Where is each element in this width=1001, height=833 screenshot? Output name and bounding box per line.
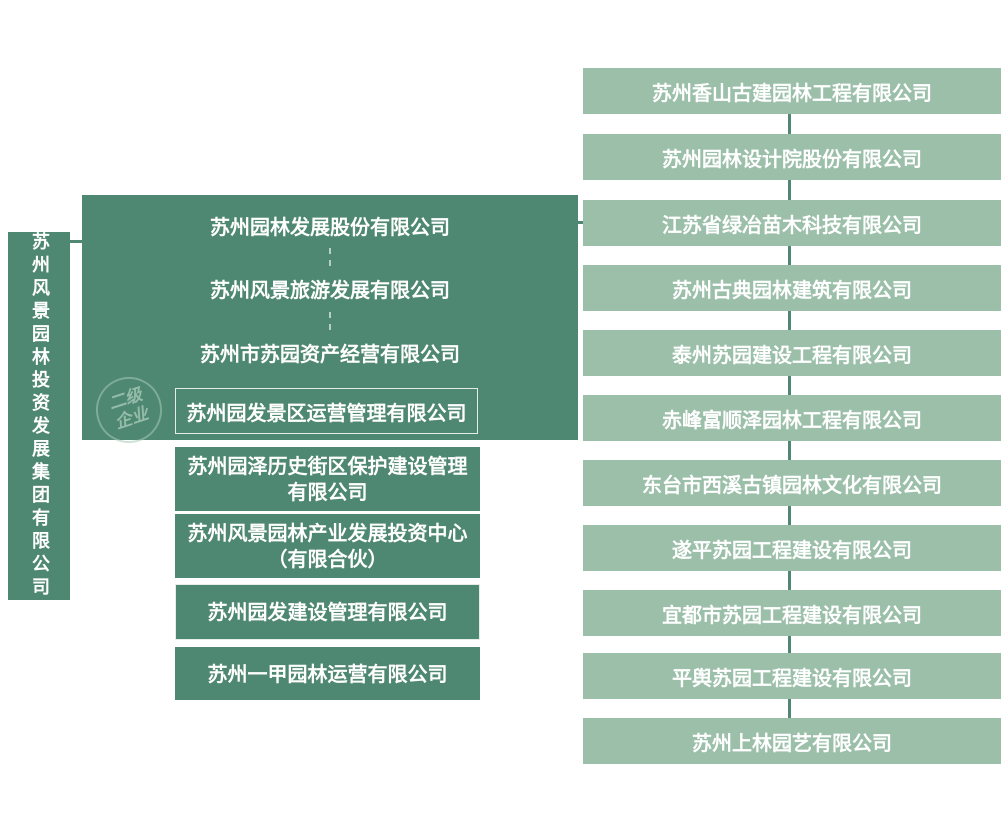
company-box: 遂平苏园工程建设有限公司 xyxy=(583,525,1001,571)
subsidiary-box-bordered: 苏州园发建设管理有限公司 xyxy=(175,584,480,640)
dashed-connector xyxy=(329,248,331,266)
connector-line xyxy=(788,180,791,200)
root-company-label: 苏州风景园林投资发展集团有限公司 xyxy=(29,232,50,600)
company-box: 苏州古典园林建筑有限公司 xyxy=(583,265,1001,311)
connector-line xyxy=(788,246,791,265)
company-box: 赤峰富顺泽园林工程有限公司 xyxy=(583,395,1001,441)
subsidiaries-panel: 苏州园林发展股份有限公司 苏州风景旅游发展有限公司 苏州市苏园资产经营有限公司 … xyxy=(82,195,578,440)
company-box: 苏州上林园艺有限公司 xyxy=(583,718,1001,764)
company-box: 泰州苏园建设工程有限公司 xyxy=(583,330,1001,376)
company-box: 平舆苏园工程建设有限公司 xyxy=(583,653,1001,699)
connector-line xyxy=(788,311,791,330)
connector-line xyxy=(788,114,791,134)
company-box: 宜都市苏园工程建设有限公司 xyxy=(583,590,1001,636)
subsidiary-box: 苏州一甲园林运营有限公司 xyxy=(175,647,480,700)
company-box: 苏州香山古建园林工程有限公司 xyxy=(583,68,1001,114)
watermark-label: 二级企业 xyxy=(106,385,152,434)
subsidiary-box: 苏州风景园林产业发展投资中心（有限合伙） xyxy=(175,514,480,578)
connector-line xyxy=(788,699,791,718)
panel-item: 苏州园林发展股份有限公司 xyxy=(210,214,450,239)
company-box: 江苏省绿冶苗木科技有限公司 xyxy=(583,200,1001,246)
connector-line xyxy=(788,441,791,460)
company-box: 苏州园林设计院股份有限公司 xyxy=(583,134,1001,180)
company-box: 东台市西溪古镇园林文化有限公司 xyxy=(583,460,1001,506)
root-company-box: 苏州风景园林投资发展集团有限公司 xyxy=(8,232,70,600)
connector-root-to-panel xyxy=(70,240,82,243)
subsidiary-box: 苏州园泽历史街区保护建设管理有限公司 xyxy=(175,447,480,511)
panel-item-bordered: 苏州园发景区运营管理有限公司 xyxy=(175,388,478,434)
connector-line xyxy=(788,636,791,653)
connector-line xyxy=(788,506,791,525)
connector-line xyxy=(788,571,791,590)
dashed-connector xyxy=(329,312,331,330)
panel-item: 苏州市苏园资产经营有限公司 xyxy=(200,341,460,366)
connector-panel-to-right-column xyxy=(578,221,583,224)
panel-item: 苏州风景旅游发展有限公司 xyxy=(210,277,450,302)
connector-line xyxy=(788,376,791,395)
